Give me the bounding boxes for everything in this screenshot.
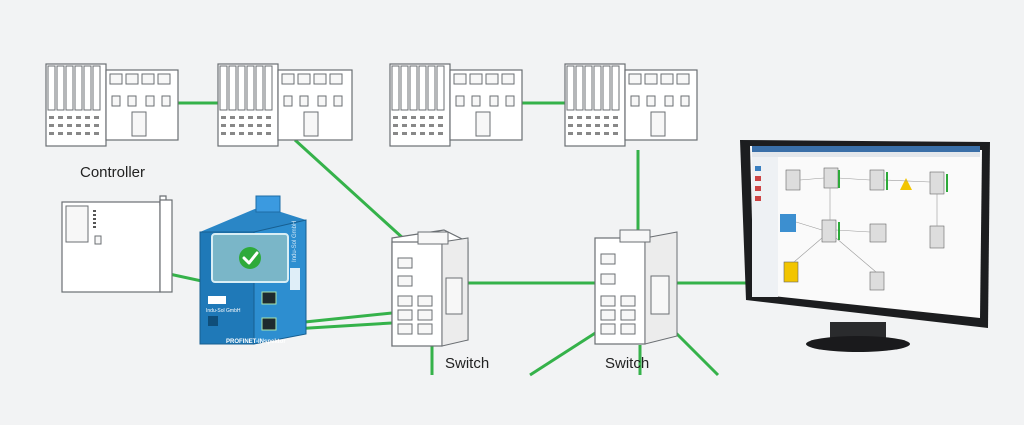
indu-sol-side-logo (290, 268, 300, 290)
switch-left-label: Switch (445, 355, 489, 372)
profinet-inspektor: Indu-Sol GmbH PROFINET-INspektor Indu-So… (199, 195, 307, 345)
io-block-2 (389, 63, 523, 147)
link-switch-right-down-right (673, 330, 720, 377)
port-1 (261, 291, 277, 305)
controller-io-block (45, 63, 179, 147)
inspector-company-text: Indu-Sol GmbH (206, 308, 241, 314)
port-2 (261, 317, 277, 331)
switch-right-label: Switch (605, 355, 649, 372)
inspector-brand-text: PROFINET-INspektor (226, 339, 286, 345)
indu-sol-logo (208, 296, 226, 304)
network-links (159, 101, 748, 377)
plc-device (61, 195, 173, 293)
io-block-3 (564, 63, 698, 147)
link-switch-right-down-left (529, 328, 601, 377)
monitor-screen-content (752, 146, 980, 297)
check-icon (239, 247, 261, 269)
inspector-side-text: Indu-Sol GmbH (292, 221, 298, 262)
link-io1-switch-left (293, 138, 407, 242)
io-block-1 (217, 63, 353, 147)
monitor (740, 140, 990, 352)
port-3 (208, 316, 218, 326)
switch-right (594, 229, 678, 345)
switch-left (391, 229, 469, 347)
controller-label: Controller (80, 164, 145, 181)
terminal-connector (255, 195, 281, 213)
warning-icon (900, 178, 912, 190)
